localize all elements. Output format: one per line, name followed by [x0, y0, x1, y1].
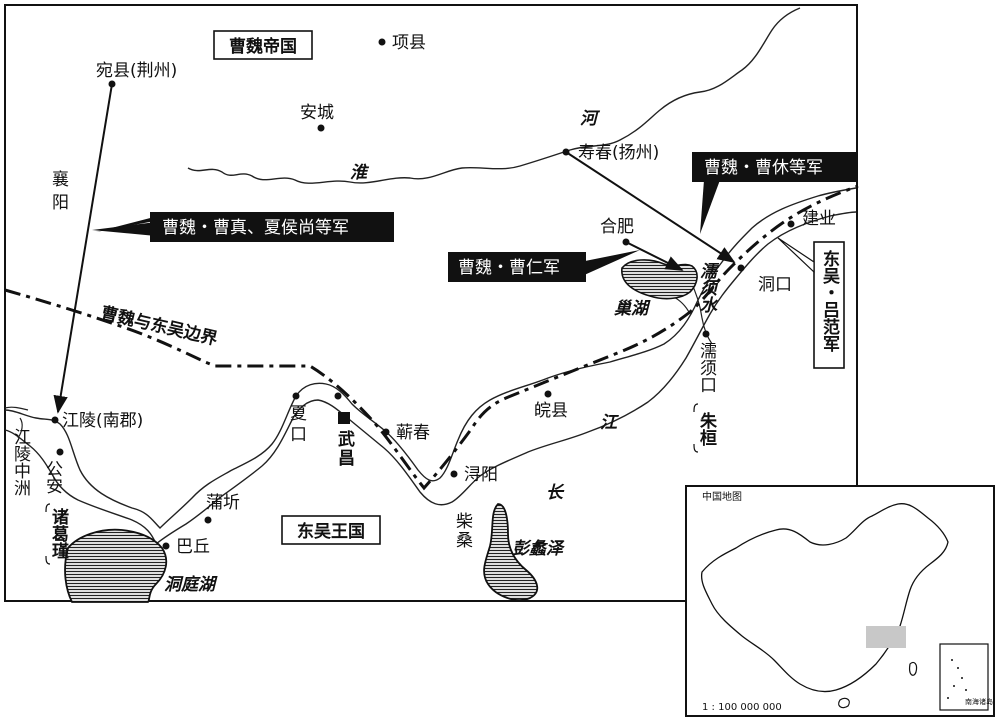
- caozhen-route-arrow: [53, 83, 113, 414]
- taiwan-outline: [909, 661, 918, 676]
- label-xiangyang: 襄阳: [48, 169, 69, 216]
- label-xiakou: 夏口: [286, 404, 307, 446]
- label-ruxukou: 濡须口: [696, 342, 717, 393]
- label-jiang: 江: [600, 413, 619, 433]
- label-xiangxian: 项县: [392, 33, 426, 53]
- label-dongtinghu: 洞庭湖: [164, 575, 218, 595]
- south-sea-islands: [947, 659, 967, 699]
- svg-text:曹魏・曹仁军: 曹魏・曹仁军: [458, 258, 560, 278]
- label-qichun: 蕲春: [396, 423, 430, 443]
- yangtze-south-bank: [4, 211, 857, 546]
- city-dots: [51, 38, 795, 550]
- svg-text:曹魏・曹休等军: 曹魏・曹休等军: [704, 158, 823, 178]
- label-wuchang: 武昌: [334, 429, 355, 468]
- pengli-lake: [483, 503, 539, 601]
- label-jianye: 建业: [802, 209, 836, 229]
- label-dongkou: 洞口: [758, 275, 792, 295]
- label-chaohu: 巢湖: [613, 299, 651, 319]
- label-chang: 长: [546, 483, 565, 503]
- caoxiu-army-label: 曹魏・曹休等军: [692, 152, 856, 234]
- label-wanxian: 宛县(荆州): [96, 61, 177, 81]
- caoren-route-arrow: [625, 241, 684, 271]
- china-outline: [700, 503, 949, 693]
- inset-title: 中国地图: [702, 490, 742, 503]
- svg-text:东吴王国: 东吴王国: [297, 521, 365, 542]
- dongting-lake: [64, 528, 168, 603]
- svg-text:诸葛瑾: 诸葛瑾: [48, 507, 70, 559]
- label-jiangling-zhongzhou: 江陵中洲: [10, 428, 31, 496]
- china-inset: 中国地图 南海诸岛 1 : 100 000 000: [685, 485, 995, 717]
- svg-text:朱桓: 朱桓: [696, 411, 717, 447]
- label-ruxushui: 濡须水: [696, 262, 717, 313]
- inset-scale: 1 : 100 000 000: [702, 702, 782, 713]
- label-ancheng: 安城: [300, 103, 334, 123]
- wei-wu-border: [4, 184, 859, 491]
- inset-highlight-region: [866, 626, 906, 648]
- huai-river: [187, 7, 801, 184]
- lvfan-army-label: 东吴・吕范军: [777, 237, 845, 369]
- caoren-army-label: 曹魏・曹仁军: [448, 250, 640, 282]
- wuchang-capital-marker: [338, 412, 350, 424]
- wu-kingdom-label: 东吴王国: [281, 515, 381, 545]
- hainan-outline: [838, 697, 850, 709]
- label-wanxian-city: 皖县: [534, 401, 568, 421]
- wei-kingdom-label: 曹魏帝国: [213, 30, 313, 60]
- caozhen-army-label: 曹魏・曹真、夏侯尚等军: [92, 212, 394, 242]
- zhuhuan-annotation: 朱桓: [693, 403, 717, 453]
- svg-text:曹魏帝国: 曹魏帝国: [229, 36, 297, 57]
- jiangling-river-fork: [4, 406, 29, 439]
- label-hefei: 合肥: [600, 217, 634, 237]
- label-jiangling: 江陵(南郡): [62, 411, 143, 431]
- label-huai: 淮: [350, 163, 370, 183]
- south-sea-label: 南海诸岛: [965, 697, 993, 706]
- svg-text:东吴・吕范军: 东吴・吕范军: [819, 249, 840, 353]
- caoxiu-route-arrow: [565, 151, 736, 263]
- label-puqi: 蒲圻: [206, 493, 240, 513]
- svg-text:曹魏・曹真、夏侯尚等军: 曹魏・曹真、夏侯尚等军: [162, 218, 349, 238]
- label-he: 河: [580, 109, 601, 129]
- zhugejin-annotation: 诸葛瑾: [45, 503, 70, 565]
- label-shouchun: 寿春(扬州): [578, 143, 659, 163]
- label-gongan: 公安: [42, 460, 63, 494]
- label-xunyang: 浔阳: [464, 465, 498, 485]
- label-chaisang: 柴桑: [452, 512, 473, 550]
- label-baqiu: 巴丘: [176, 537, 210, 557]
- label-pengli: 彭蠡泽: [512, 539, 565, 559]
